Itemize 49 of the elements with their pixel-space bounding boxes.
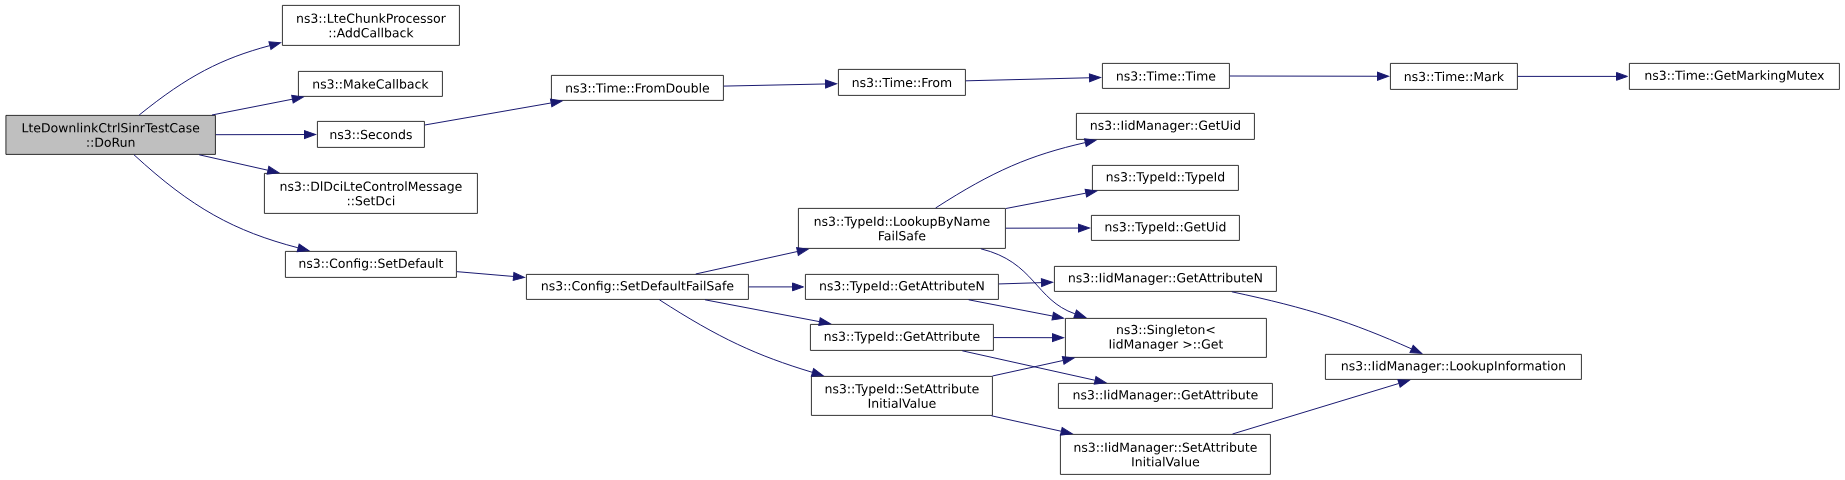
function-box: ns3::Config::SetDefaultFailSafe <box>526 274 749 300</box>
arrow <box>1229 71 1389 81</box>
arrow <box>211 94 304 116</box>
function-box: ns3::IidManager::LookupInformation <box>1325 354 1582 380</box>
function-box: ns3::IidManager::GetAttributeN <box>1054 266 1277 292</box>
arrow <box>935 138 1097 209</box>
function-box: ns3::LteChunkProcessor ::AddCallback <box>282 5 460 46</box>
arrow <box>456 271 525 281</box>
arrow <box>1005 188 1098 210</box>
arrow <box>424 98 563 126</box>
function-box: ns3::TypeId::LookupByName FailSafe <box>798 208 1006 249</box>
function-box: ns3::Time::FromDouble <box>551 75 724 101</box>
arrow <box>980 248 1087 319</box>
arrow <box>965 73 1101 83</box>
function-box: ns3::Config::SetDefault <box>285 251 457 278</box>
arrow <box>215 130 316 139</box>
function-box: ns3::TypeId::GetUid <box>1091 215 1240 241</box>
function-box: ns3::MakeCallback <box>298 71 443 97</box>
arrow <box>992 356 1075 377</box>
function-box: ns3::Time::Mark <box>1390 63 1518 90</box>
function-box: ns3::Time::Time <box>1102 63 1230 89</box>
function-box: ns3::TypeId::GetAttribute <box>810 324 994 351</box>
function-box: ns3::IidManager::GetUid <box>1076 113 1255 140</box>
function-box: ns3::Seconds <box>317 121 425 148</box>
arrow <box>748 282 804 292</box>
arrow <box>695 247 809 275</box>
arrow <box>704 299 831 326</box>
arrow <box>998 278 1053 288</box>
arrow <box>1517 71 1628 81</box>
arrow <box>133 154 310 253</box>
function-box: ns3::TypeId::SetAttribute InitialValue <box>811 376 993 416</box>
arrow <box>723 79 837 89</box>
arrow <box>658 299 824 377</box>
arrow <box>961 350 1107 385</box>
arrow <box>138 41 282 116</box>
function-box: ns3::DlDciLteControlMessage ::SetDci <box>264 173 478 214</box>
function-box: ns3::Time::GetMarkingMutex <box>1629 63 1840 90</box>
function-box: ns3::IidManager::GetAttribute <box>1058 383 1273 409</box>
function-box: ns3::Time::From <box>838 69 966 96</box>
function-box: ns3::IidManager::SetAttribute InitialValue <box>1060 434 1271 475</box>
function-box: LteDownlinkCtrlSinrTestCase ::DoRun <box>5 115 216 155</box>
arrow <box>198 154 280 175</box>
arrow <box>991 415 1073 436</box>
arrow <box>968 299 1064 321</box>
function-box: ns3::TypeId::GetAttributeN <box>805 274 999 300</box>
arrow <box>1005 223 1090 233</box>
function-box: ns3::TypeId::TypeId <box>1092 165 1239 191</box>
arrow <box>993 333 1064 343</box>
function-box: ns3::Singleton< IidManager >::Get <box>1065 318 1267 358</box>
